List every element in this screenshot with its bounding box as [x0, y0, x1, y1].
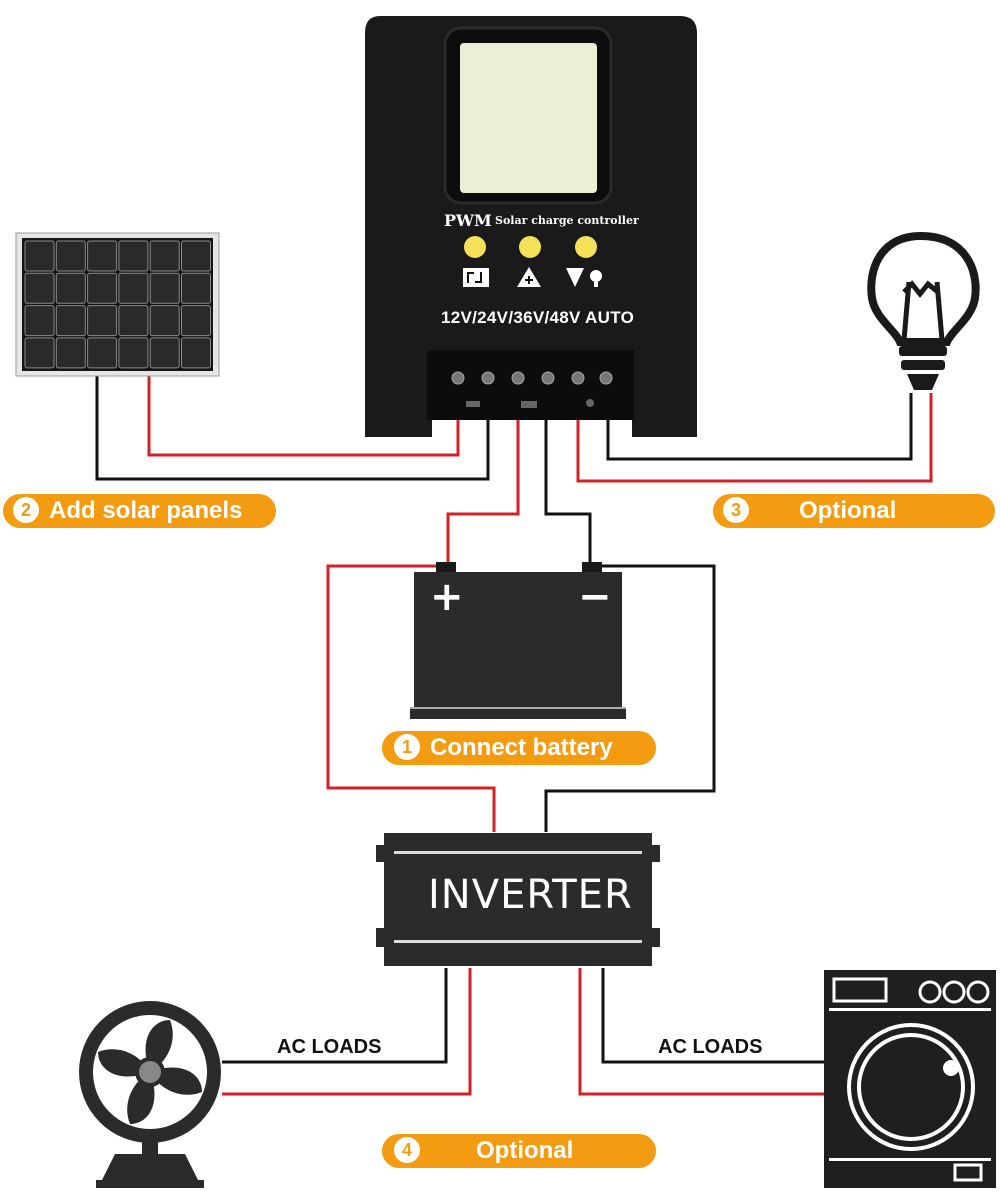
terminal-screw — [451, 371, 465, 385]
charge-controller — [365, 16, 697, 437]
light-bulb — [867, 231, 980, 390]
load-wire-red — [576, 393, 933, 483]
ac-loads-left-label: AC LOADS — [277, 1036, 382, 1058]
inverter-wire-black — [544, 564, 716, 832]
washer-wire-black — [601, 968, 826, 1064]
fan-wire-red — [222, 968, 472, 1096]
ac-loads-right-label: AC LOADS — [658, 1036, 763, 1058]
step-4-text: Optional — [476, 1137, 574, 1164]
solar-cell — [181, 305, 211, 337]
battery-wire-red — [446, 418, 520, 570]
battery-minus-sign: − — [578, 574, 612, 620]
fan — [79, 1001, 221, 1188]
solar-cell — [87, 240, 118, 272]
terminal-symbols — [466, 399, 594, 408]
solar-wire-red — [147, 375, 460, 457]
solar-cell — [181, 240, 211, 272]
solar-cell — [87, 305, 118, 337]
step-3-label: 3 Optional — [713, 494, 995, 528]
terminal-screw — [511, 371, 525, 385]
inverter — [376, 833, 660, 966]
load-bulb-icon — [566, 268, 602, 287]
battery-up-icon — [517, 267, 541, 287]
controller-lcd — [460, 43, 597, 193]
battery — [410, 562, 626, 719]
step-2-label: 2 Add solar panels — [3, 494, 276, 528]
cycle-icon — [463, 268, 489, 287]
controller-button-1[interactable] — [464, 236, 486, 258]
step-3-number: 3 — [723, 496, 749, 523]
solar-cell — [24, 240, 55, 272]
solar-cell — [181, 337, 211, 369]
step-4-label: 4 Optional — [382, 1134, 656, 1168]
fan-wire-black — [222, 968, 448, 1064]
solar-cell — [87, 272, 118, 304]
controller-voltage-label: 12V/24V/36V/48V AUTO — [441, 308, 635, 327]
step-4-number: 4 — [394, 1136, 420, 1163]
step-1-label: 1 Connect battery — [382, 731, 656, 765]
solar-cell — [24, 272, 55, 304]
inverter-wire-red — [326, 564, 496, 832]
solar-wire-black — [95, 375, 490, 481]
solar-cell — [55, 272, 86, 304]
inverter-label: INVERTER — [428, 872, 633, 918]
solar-cell — [149, 337, 180, 369]
solar-cell — [118, 305, 149, 337]
solar-cell — [87, 337, 118, 369]
controller-name-label: Solar charge controller — [495, 214, 639, 227]
solar-cell — [118, 240, 149, 272]
step-2-text: Add solar panels — [49, 497, 243, 524]
solar-cell — [149, 240, 180, 272]
solar-cell — [149, 305, 180, 337]
load-wire-black — [606, 393, 913, 461]
solar-cell — [181, 272, 211, 304]
terminal-screw — [481, 371, 495, 385]
washing-machine — [824, 970, 996, 1188]
solar-cell — [149, 272, 180, 304]
battery-plus-sign: + — [430, 574, 464, 620]
controller-button-3[interactable] — [575, 236, 597, 258]
solar-cell — [55, 337, 86, 369]
battery-wire-black — [544, 418, 592, 570]
terminal-screw — [541, 371, 555, 385]
controller-type-label: PWM — [444, 211, 492, 230]
solar-cell — [118, 272, 149, 304]
step-2-number: 2 — [13, 496, 39, 523]
washer-wire-red — [578, 968, 826, 1096]
solar-cell — [55, 305, 86, 337]
solar-cell — [24, 305, 55, 337]
controller-button-2[interactable] — [519, 236, 541, 258]
terminal-screw — [599, 371, 613, 385]
step-1-text: Connect battery — [430, 734, 613, 761]
terminal-screw — [571, 371, 585, 385]
wiring — [95, 375, 933, 1096]
solar-cell — [55, 240, 86, 272]
terminal-block — [427, 350, 634, 420]
step-3-text: Optional — [799, 497, 897, 524]
battery-terminal-positive — [436, 562, 456, 574]
battery-terminal-negative — [582, 562, 602, 574]
solar-cell — [118, 337, 149, 369]
step-1-number: 1 — [394, 733, 420, 760]
solar-cell — [24, 337, 55, 369]
solar-panel — [15, 232, 220, 377]
